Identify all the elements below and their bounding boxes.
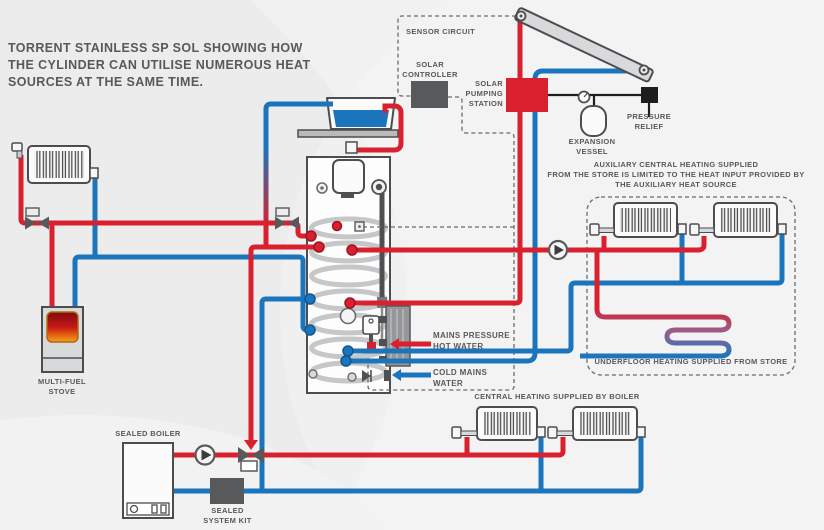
solar-pumping-station-box: [506, 78, 548, 112]
solar-pumping-station-label: SOLAR PUMPING STATION: [465, 79, 503, 108]
trv-icon: [547, 426, 574, 439]
lockshield-valve-icon: [89, 167, 99, 179]
mains-hot-water-label: MAINS PRESSURE HOT WATER: [433, 331, 510, 351]
solar-controller-box: [411, 81, 448, 108]
trv-icon: [451, 426, 478, 439]
pressure-relief-valve: [641, 87, 658, 103]
expansion-vessel-label: EXPANSION VESSEL: [568, 137, 616, 156]
lockshield-valve-icon: [636, 426, 646, 438]
pipes-red: [18, 16, 707, 458]
three-way-valve-icon: [238, 440, 264, 472]
radiator-boiler-1: [451, 406, 546, 441]
solar-panel: [514, 7, 654, 83]
cold-water-arrow: [362, 369, 431, 382]
solar-safety-group: [548, 87, 658, 137]
pump-icon-aux: [547, 239, 569, 261]
pipes-blue: [72, 68, 785, 494]
multi-fuel-stove-label: MULTI-FUEL STOVE: [38, 377, 86, 396]
vent-fitting: [345, 141, 358, 154]
sealed-boiler-label: SEALED BOILER: [115, 429, 181, 438]
multi-fuel-stove: [41, 306, 84, 373]
feed-expansion-tank: [297, 97, 399, 138]
radiator-left: [11, 142, 99, 184]
ch-by-boiler-label: CENTRAL HEATING SUPPLIED BY BOILER: [474, 392, 640, 401]
hx-thermostat: [362, 315, 380, 349]
pipe-bosses: [304, 220, 358, 382]
cold-mains-water-label: COLD MAINS WATER: [433, 368, 488, 388]
gate-valve-icon-left: [25, 207, 49, 230]
cylinder-boss: [339, 307, 357, 325]
underfloor-heating-label: UNDERFLOOR HEATING SUPPLIED FROM STORE: [594, 357, 788, 366]
hot-water-arrow: [390, 338, 431, 350]
trv-icon: [589, 223, 615, 236]
trv-icon: [689, 223, 715, 236]
plate-heat-exchanger: [379, 305, 411, 367]
immersion-heater: [332, 159, 365, 198]
lockshield-valve-icon: [777, 223, 787, 235]
sealed-boiler: [122, 442, 174, 519]
underfloor-coil: [580, 250, 732, 359]
gate-valve-icon-cylinder: [275, 207, 299, 230]
pump-icon-boiler: [194, 444, 216, 466]
radiator-aux-1: [589, 202, 687, 238]
aux-zone-dashed-box: [586, 196, 796, 376]
aux-heating-note: AUXILIARY CENTRAL HEATING SUPPLIED FROM …: [547, 160, 805, 189]
radiator-boiler-2: [547, 406, 646, 441]
lockshield-valve-icon: [536, 426, 546, 438]
sealed-system-kit-label: SEALED SYSTEM KIT: [203, 506, 252, 525]
sensor-circuit-label: SENSOR CIRCUIT: [406, 27, 476, 36]
sealed-system-kit-box: [210, 478, 244, 504]
radiator-aux-2: [689, 202, 787, 238]
diagram-title: TORRENT STAINLESS SP SOL SHOWING HOW THE…: [8, 41, 311, 89]
solar-controller-label: SOLAR CONTROLLER: [402, 60, 458, 79]
sensor-circuit-dashes: [354, 15, 516, 391]
trv-icon: [11, 142, 23, 159]
pressure-relief-label: PRESSURE RELIEF: [626, 112, 672, 131]
lockshield-valve-icon: [677, 223, 687, 235]
expansion-vessel: [580, 105, 607, 137]
thermal-store-cylinder: [306, 156, 411, 394]
pipe-tank-feed: [263, 101, 333, 247]
